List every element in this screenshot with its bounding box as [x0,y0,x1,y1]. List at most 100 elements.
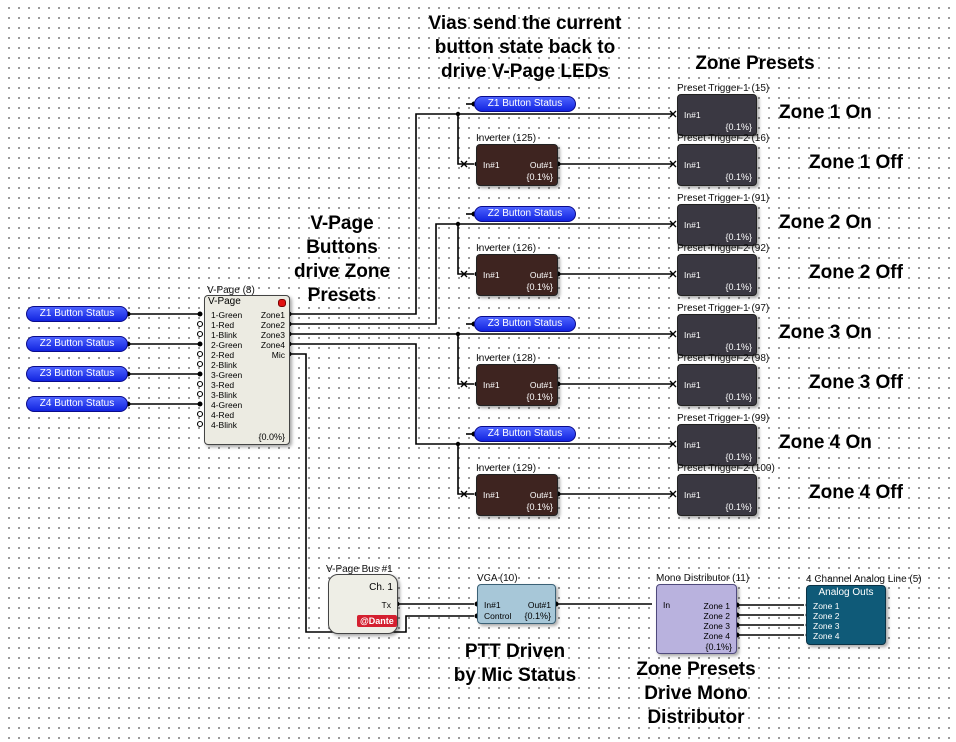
comment-zone-presets: Zone Presets [695,53,815,74]
vca-block[interactable]: In#1 Control Out#1 {0.1%} [477,584,556,624]
vpage-input[interactable]: 2-Green [211,340,243,350]
inverter-title: Inverter (129) [476,463,537,474]
vpage-bus-tx[interactable]: Tx [381,600,391,610]
vpage-output[interactable]: Zone4 [260,340,285,350]
vpage-input[interactable]: 3-Blink [211,390,237,400]
vpage-led [278,299,286,307]
via-z1-right[interactable]: Z1 Button Status [474,96,576,112]
inverter-block[interactable]: In#1 Out#1 {0.1%} [476,144,558,186]
preset-block[interactable]: In#1 {0.1%} [677,94,757,136]
distributor-block[interactable]: In Zone 1 Zone 2 Zone 3 Zone 4 {0.1%} [656,584,737,654]
inverter-block[interactable]: In#1 Out#1 {0.1%} [476,474,558,516]
distributor-output[interactable]: Zone 4 [703,631,730,641]
analog-input[interactable]: Zone 4 [813,631,840,641]
comment-vias-line1: Vias send the current [428,13,622,34]
preset-title: Preset Trigger-2 (100) [677,463,775,474]
wire-zone3-inv [457,334,474,385]
vca-input[interactable]: In#1 [484,600,501,610]
comment-distrib-line1: Zone Presets [636,659,756,680]
vpage-input[interactable]: 4-Blink [211,420,237,430]
distributor-output[interactable]: Zone 2 [703,611,730,621]
vpage-input[interactable]: 1-Green [211,310,243,320]
preset-input[interactable]: In#1 [684,160,701,170]
vpage-input[interactable]: 1-Red [211,320,235,330]
analog-input[interactable]: Zone 2 [813,611,840,621]
preset-block[interactable]: In#1 {0.1%} [677,144,757,186]
inverter-output[interactable]: Out#1 [529,270,553,280]
preset-pct: {0.1%} [725,282,752,292]
inverter-block[interactable]: In#1 Out#1 {0.1%} [476,364,558,406]
vpage-input[interactable]: 4-Green [211,400,243,410]
vpage-output[interactable]: Mic [271,350,285,360]
inverter-input[interactable]: In#1 [483,490,500,500]
preset-block[interactable]: In#1 {0.1%} [677,314,757,356]
comment-vias-line2: button state back to [434,37,616,58]
via-z4-right[interactable]: Z4 Button Status [474,426,576,442]
preset-input[interactable]: In#1 [684,380,701,390]
vpage-bus-block[interactable]: Ch. 1 Tx @Dante [328,574,398,634]
comment-distrib-line3: Distributor [647,707,745,728]
analog-input[interactable]: Zone 3 [813,621,840,631]
preset-block[interactable]: In#1 {0.1%} [677,254,757,296]
via-z2-left[interactable]: Z2 Button Status [26,336,128,352]
analog-block[interactable]: Analog Outs Zone 1 Zone 2 Zone 3 Zone 4 [806,585,886,645]
inverter-output[interactable]: Out#1 [529,160,553,170]
preset-input[interactable]: In#1 [684,220,701,230]
inverter-title: Inverter (128) [476,353,537,364]
via-z2-right[interactable]: Z2 Button Status [474,206,576,222]
zone-label: Zone 1 Off [809,152,903,173]
inverter-input[interactable]: In#1 [483,270,500,280]
preset-pct: {0.1%} [725,232,752,242]
preset-block[interactable]: In#1 {0.1%} [677,204,757,246]
inverter-input[interactable]: In#1 [483,380,500,390]
preset-title: Preset Trigger-1 (99) [677,413,770,424]
vca-control[interactable]: Control [484,611,512,621]
zone-label: Zone 2 On [779,212,872,233]
vca-output[interactable]: Out#1 [527,600,551,610]
preset-input[interactable]: In#1 [684,440,701,450]
distributor-output[interactable]: Zone 3 [703,621,730,631]
inverter-input[interactable]: In#1 [483,160,500,170]
vpage-input[interactable]: 2-Blink [211,360,237,370]
zone-label: Zone 4 On [779,432,872,453]
preset-block[interactable]: In#1 {0.1%} [677,474,757,516]
vpage-input[interactable]: 3-Red [211,380,235,390]
distributor-input[interactable]: In [663,600,671,610]
preset-input[interactable]: In#1 [684,490,701,500]
vpage-input[interactable]: 3-Green [211,370,243,380]
zone-label: Zone 3 Off [809,372,903,393]
via-z3-right[interactable]: Z3 Button Status [474,316,576,332]
preset-input[interactable]: In#1 [684,110,701,120]
via-z3-left[interactable]: Z3 Button Status [26,366,128,382]
preset-title: Preset Trigger-2 (16) [677,133,770,144]
preset-block[interactable]: In#1 {0.1%} [677,424,757,466]
vpage-block[interactable]: V-Page 1-Green 1-Red 1-Blink 2-Green 2-R… [204,295,290,445]
preset-title: Preset Trigger-1 (91) [677,193,770,204]
inverter-output[interactable]: Out#1 [529,380,553,390]
preset-input[interactable]: In#1 [684,270,701,280]
comment-ptt-line2: by Mic Status [453,665,577,686]
analog-input[interactable]: Zone 1 [813,601,840,611]
vpage-title: V-Page (8) [207,285,255,296]
preset-input[interactable]: In#1 [684,330,701,340]
preset-pct: {0.1%} [725,392,752,402]
vpage-output[interactable]: Zone3 [260,330,285,340]
via-z4-left[interactable]: Z4 Button Status [26,396,128,412]
comment-vpage-line2: Buttons [306,237,378,258]
vpage-output[interactable]: Zone1 [260,310,285,320]
via-z1-left[interactable]: Z1 Button Status [26,306,128,322]
comment-distributor: Zone Presets Drive Mono Distributor [616,658,776,730]
distributor-output[interactable]: Zone 1 [703,601,730,611]
inverter-title: Inverter (126) [476,243,537,254]
vpage-input[interactable]: 2-Red [211,350,235,360]
vpage-input[interactable]: 1-Blink [211,330,237,340]
preset-block[interactable]: In#1 {0.1%} [677,364,757,406]
vpage-output[interactable]: Zone2 [260,320,285,330]
inverter-output[interactable]: Out#1 [529,490,553,500]
vpage-input[interactable]: 4-Red [211,410,235,420]
comment-vias-line3: drive V-Page LEDs [441,61,609,82]
comment-ptt: PTT Driven by Mic Status [440,640,590,688]
inverter-block[interactable]: In#1 Out#1 {0.1%} [476,254,558,296]
vpage-name: V-Page [208,296,241,307]
